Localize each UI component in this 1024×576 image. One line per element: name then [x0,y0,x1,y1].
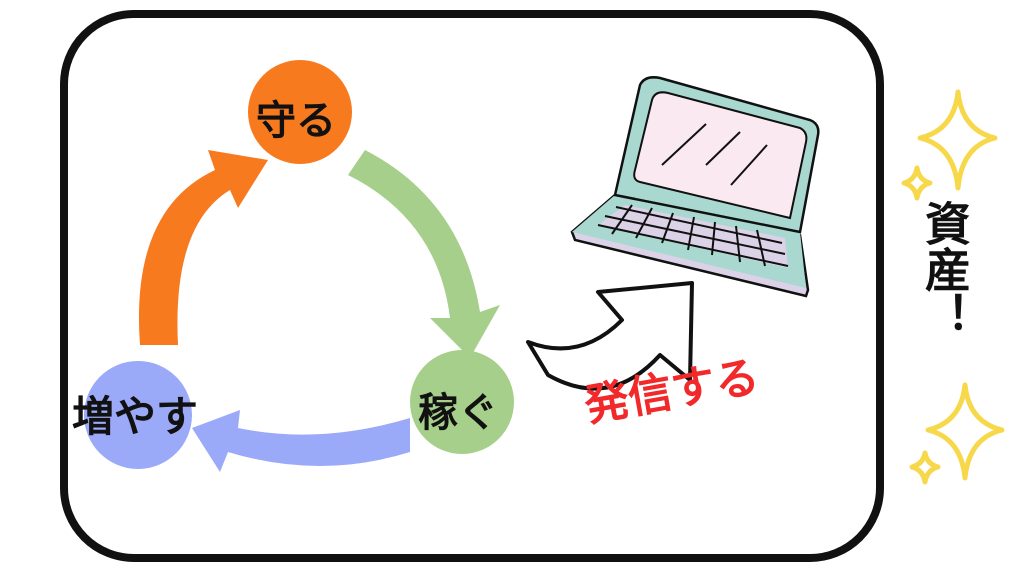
arrow-earn-to-grow [192,410,410,472]
laptop-icon [570,76,820,298]
arrow-protect-to-earn [348,150,500,358]
label-grow: 増やす [72,392,199,441]
broadcast-arrow [526,281,694,391]
frame-border [60,10,884,562]
circle-protect [248,60,352,164]
circle-earn [410,350,514,454]
label-earn: 稼ぐ [418,390,498,436]
asset-label: 資産！ [918,200,972,338]
arrow-grow-to-protect [138,150,268,345]
label-protect: 守る [256,98,336,144]
circle-grow [84,361,192,469]
sparkle-icons [901,89,1005,485]
